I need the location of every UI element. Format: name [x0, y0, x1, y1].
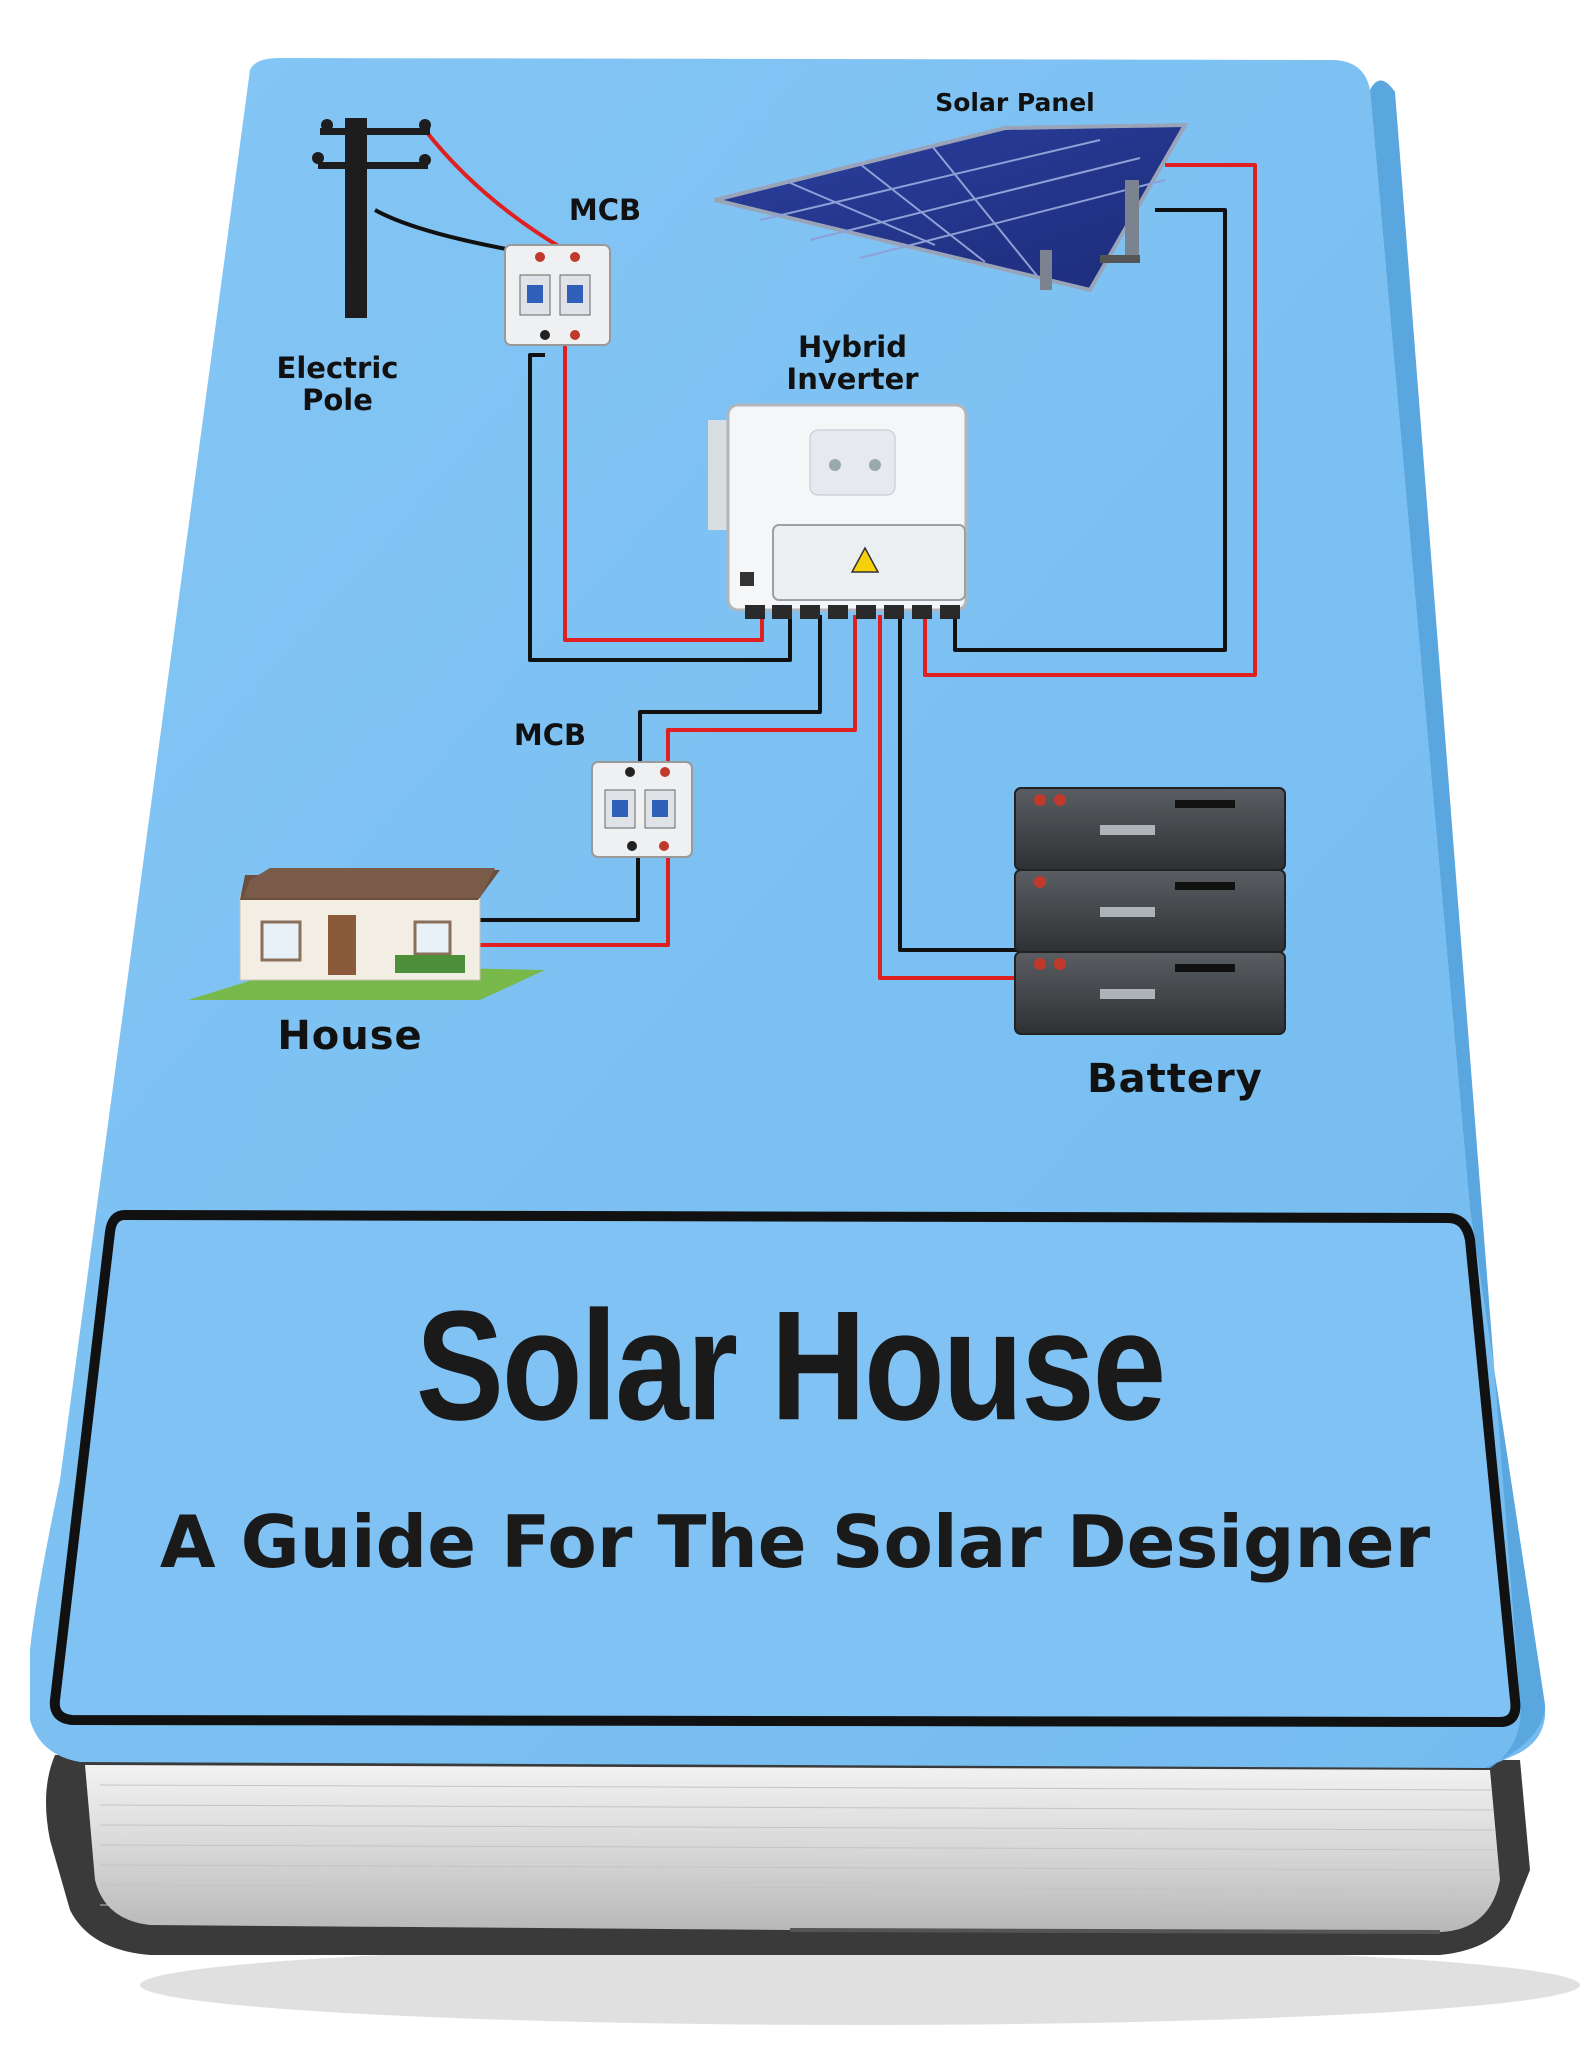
page-block: [85, 1765, 1500, 1932]
battery-illustration: [1014, 787, 1286, 1035]
label-mcb-bottom: MCB: [513, 718, 587, 752]
ribbon-line: [789, 1928, 1441, 1934]
house-illustration: [188, 868, 545, 1000]
label-mcb-top: MCB: [568, 193, 642, 227]
electric-pole: [312, 118, 431, 318]
mcb-top: [504, 244, 611, 346]
wiring: [374, 128, 1257, 980]
book-title: Solar House: [415, 1278, 1166, 1453]
label-electric-pole-line2: Pole: [302, 383, 373, 417]
label-solar-panel: Solar Panel: [935, 88, 1095, 117]
label-electric-pole-line1: Electric: [276, 351, 399, 385]
label-house: House: [277, 1013, 423, 1059]
label-hybrid-inverter-line1: Hybrid: [798, 330, 907, 364]
label-hybrid-inverter-line2: Inverter: [786, 362, 919, 396]
hybrid-inverter: [708, 403, 968, 619]
page-lines: [99, 1784, 1498, 1911]
label-battery: Battery: [1087, 1056, 1263, 1102]
book-shadow: [140, 1945, 1580, 2025]
book-subtitle: A Guide For The Solar Designer: [159, 1500, 1431, 1584]
title-box: [49, 1210, 1521, 1727]
solar-panel: [714, 122, 1189, 293]
cover-edge: [1370, 80, 1545, 1768]
mcb-bottom: [591, 761, 693, 858]
